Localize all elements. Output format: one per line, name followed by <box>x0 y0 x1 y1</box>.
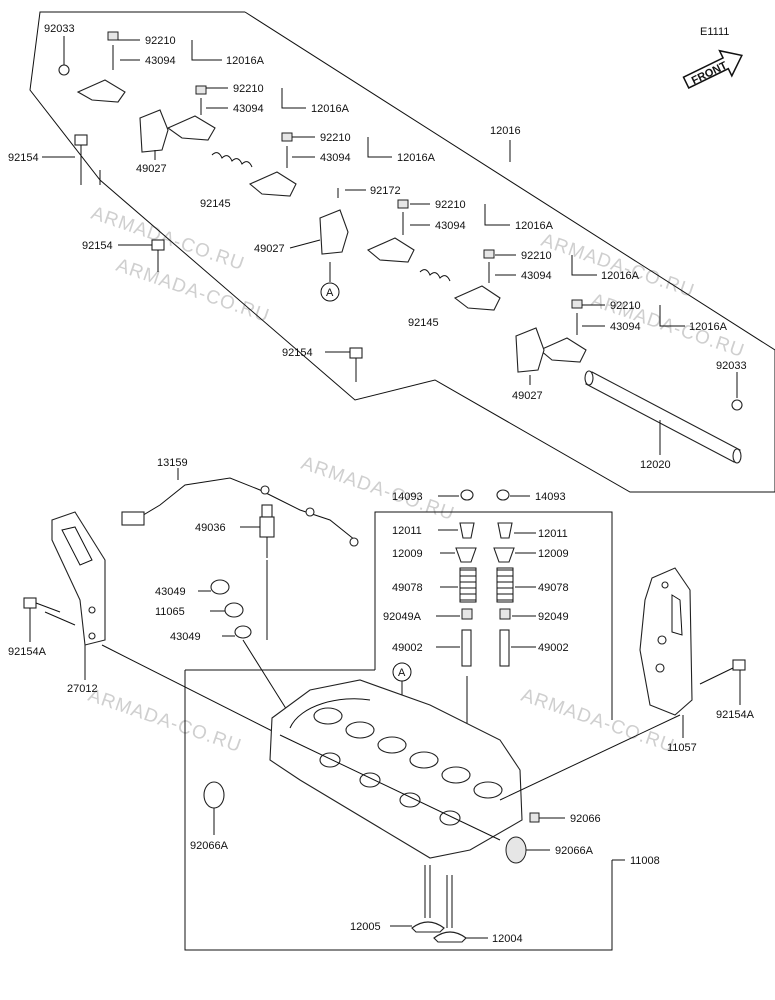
svg-text:A: A <box>326 287 334 299</box>
label-14093-a: 14093 <box>392 491 423 503</box>
watermark-2: ARMADA-CO.RU <box>538 230 697 302</box>
callout-a-top: A <box>320 262 340 302</box>
label-49002-a: 49002 <box>392 642 423 654</box>
bracket-27012 <box>44 511 291 741</box>
plugs-92066 <box>203 781 565 864</box>
label-49078-a: 49078 <box>392 582 423 594</box>
label-12016A-d: 12016A <box>515 220 554 232</box>
valves <box>390 865 488 943</box>
label-92210-b: 92210 <box>233 83 264 95</box>
label-12016A-a: 12016A <box>226 55 265 67</box>
label-43094-b: 43094 <box>233 103 264 115</box>
label-92154A-a: 92154A <box>8 646 47 658</box>
label-92210-d: 92210 <box>435 199 466 211</box>
label-13159: 13159 <box>157 457 188 469</box>
label-49036: 49036 <box>195 522 226 534</box>
label-11057: 11057 <box>667 742 697 754</box>
label-43094-e: 43094 <box>521 270 552 282</box>
watermark-5: ARMADA-CO.RU <box>298 453 457 525</box>
label-27012: 27012 <box>67 683 98 695</box>
label-14093-b: 14093 <box>535 491 566 503</box>
rocker-shaft-12020 <box>584 370 742 464</box>
label-11065: 11065 <box>155 606 185 618</box>
label-12005: 12005 <box>350 921 381 933</box>
seals-left <box>198 579 291 716</box>
label-92210-c: 92210 <box>320 132 351 144</box>
label-12011-a: 12011 <box>392 525 422 537</box>
label-12020: 12020 <box>640 459 671 471</box>
label-12016A-e: 12016A <box>601 270 640 282</box>
label-43094-c: 43094 <box>320 152 351 164</box>
circlip-92033-b <box>731 399 743 411</box>
label-92033-b: 92033 <box>716 360 747 372</box>
label-43094-f: 43094 <box>610 321 641 333</box>
cylinder-head-11008 <box>269 679 523 859</box>
label-12011-b: 12011 <box>538 528 568 540</box>
bolts-92154 <box>74 134 363 382</box>
leaders-upper <box>42 36 738 455</box>
label-92210-e: 92210 <box>521 250 552 262</box>
label-92066: 92066 <box>570 813 601 825</box>
label-92154A-b: 92154A <box>716 709 755 721</box>
bolt-92154A-left <box>23 597 61 642</box>
label-12004: 12004 <box>492 933 523 945</box>
label-11008: 11008 <box>630 855 660 867</box>
valve-train-parts <box>436 489 536 746</box>
label-43049-b: 43049 <box>170 631 201 643</box>
front-arrow-icon: FRONT <box>682 49 743 89</box>
bolt-92154A-right <box>699 659 746 705</box>
label-92210-a: 92210 <box>145 35 176 47</box>
label-12009-b: 12009 <box>538 548 569 560</box>
rocker-assembly-outline <box>29 11 775 493</box>
part-labels: 92033 92210 43094 12016A 92210 43094 120… <box>8 23 755 945</box>
label-92154-b: 92154 <box>82 240 113 252</box>
rocker-arms <box>76 79 587 363</box>
label-92049A: 92049A <box>383 611 422 623</box>
label-49027-b: 49027 <box>254 243 285 255</box>
plate-11057 <box>639 567 693 738</box>
diagram-code: E1111 <box>700 26 729 38</box>
valve-frame <box>374 511 613 720</box>
label-12016A-f: 12016A <box>689 321 728 333</box>
label-12016A-b: 12016A <box>311 103 350 115</box>
label-92145-a: 92145 <box>200 198 231 210</box>
label-49027-c: 49027 <box>512 390 543 402</box>
label-92066A-b: 92066A <box>555 845 594 857</box>
label-43094-d: 43094 <box>435 220 466 232</box>
watermark-7: ARMADA-CO.RU <box>85 685 244 757</box>
adjust-screws <box>107 31 583 335</box>
label-12016: 12016 <box>490 125 521 137</box>
label-12009-a: 12009 <box>392 548 423 560</box>
label-92154-c: 92154 <box>282 347 313 359</box>
watermark-4: ARMADA-CO.RU <box>113 255 272 327</box>
harness-13159 <box>121 468 359 547</box>
svg-text:A: A <box>398 667 406 679</box>
springs-92145 <box>211 152 451 282</box>
glow-plug-49036 <box>240 504 275 640</box>
label-49002-b: 49002 <box>538 642 569 654</box>
head-frame <box>184 670 613 951</box>
label-92154-a: 92154 <box>8 152 39 164</box>
circlip-92033-a <box>58 64 70 76</box>
label-49078-b: 49078 <box>538 582 569 594</box>
rocker-supports-49027 <box>139 109 545 373</box>
label-92033-a: 92033 <box>44 23 75 35</box>
label-92049: 92049 <box>538 611 569 623</box>
label-49027-a: 49027 <box>136 163 167 175</box>
label-43094-a: 43094 <box>145 55 176 67</box>
label-92210-f: 92210 <box>610 300 641 312</box>
label-43049-a: 43049 <box>155 586 186 598</box>
label-12016A-c: 12016A <box>397 152 436 164</box>
label-92066A-a: 92066A <box>190 840 229 852</box>
label-92145-b: 92145 <box>408 317 439 329</box>
label-92172: 92172 <box>370 185 401 197</box>
